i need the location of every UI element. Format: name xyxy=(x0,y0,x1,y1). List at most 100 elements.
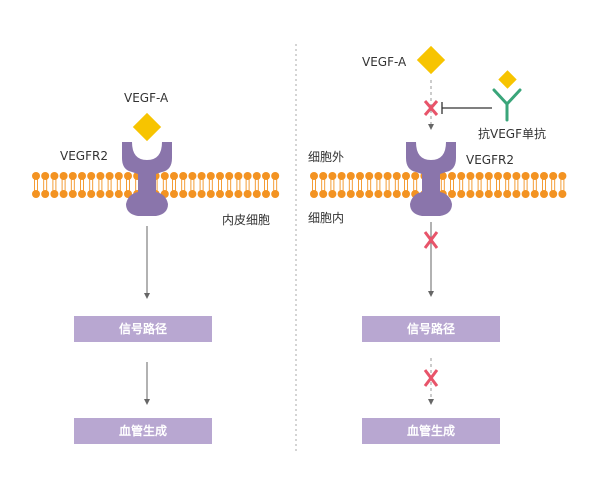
lipid-head xyxy=(59,172,68,180)
lipid-head xyxy=(310,190,318,198)
lipid-head xyxy=(346,190,355,198)
lipid-head xyxy=(374,172,383,180)
right-signal-text: 信号路径 xyxy=(407,321,455,336)
lipid-tail xyxy=(523,179,528,191)
left-angiogenesis-text: 血管生成 xyxy=(119,423,167,438)
lipid-head xyxy=(540,172,548,180)
lipid-head xyxy=(32,172,40,180)
lipid-tail xyxy=(199,179,204,191)
lipid-head xyxy=(87,172,96,180)
left-receptor xyxy=(122,142,172,216)
extracellular-label: 细胞外 xyxy=(308,150,344,164)
lipid-head xyxy=(402,190,410,198)
antibody-icon xyxy=(492,88,522,122)
lipid-tail xyxy=(477,179,482,191)
lipid-tail xyxy=(367,179,372,191)
lipid-head xyxy=(170,172,178,180)
lipid-head xyxy=(105,172,114,180)
lipid-head xyxy=(402,172,410,180)
lipid-tail xyxy=(348,179,353,191)
lipid-head xyxy=(68,190,77,198)
lipid-head xyxy=(96,172,105,180)
lipid-head xyxy=(356,190,364,198)
lipid-head xyxy=(319,190,328,198)
lipid-head xyxy=(96,190,105,198)
lipid-head xyxy=(114,172,123,180)
lipid-head xyxy=(457,190,466,198)
lipid-head xyxy=(411,172,420,180)
right-vegfa-label: VEGF-A xyxy=(362,55,407,69)
lipid-head xyxy=(271,190,280,198)
lipid-head xyxy=(494,190,502,198)
lipid-tail xyxy=(505,179,510,191)
lipid-head xyxy=(512,172,521,180)
right-vegfa-diamond xyxy=(416,45,446,75)
lipid-head xyxy=(383,190,392,198)
lipid-head xyxy=(503,172,512,180)
lipid-head xyxy=(59,190,68,198)
lipid-tail xyxy=(321,179,326,191)
lipid-head xyxy=(374,190,383,198)
lipid-tail xyxy=(89,179,94,191)
lipid-head xyxy=(484,172,493,180)
lipid-head xyxy=(558,190,567,198)
left-angiogenesis-box xyxy=(74,418,212,444)
left-vegfr2-label: VEGFR2 xyxy=(60,149,108,163)
lipid-head xyxy=(512,190,521,198)
lipid-tail xyxy=(162,179,167,191)
lipid-head xyxy=(484,190,493,198)
lipid-head xyxy=(252,190,261,198)
lipid-head xyxy=(337,190,346,198)
lipid-tail xyxy=(80,179,84,191)
lipid-tail xyxy=(34,179,38,191)
lipid-tail xyxy=(61,179,66,191)
lipid-head xyxy=(179,172,188,180)
lipid-head xyxy=(448,172,456,180)
right-signal-box xyxy=(362,316,500,342)
lipid-head xyxy=(206,190,215,198)
lipid-head xyxy=(234,190,243,198)
lipid-head xyxy=(521,190,530,198)
lipid-tail xyxy=(514,179,519,191)
lipid-head xyxy=(549,172,558,180)
lipid-head xyxy=(68,172,77,180)
lipid-tail xyxy=(236,179,241,191)
lipid-head xyxy=(392,190,401,198)
lipid-tail xyxy=(43,179,48,191)
left-vegfa-diamond xyxy=(132,112,162,142)
lipid-tail xyxy=(273,179,278,191)
right-block-x-1 xyxy=(423,100,439,116)
lipid-head xyxy=(558,172,567,180)
lipid-tail xyxy=(330,179,335,191)
lipid-head xyxy=(216,172,224,180)
lipid-tail xyxy=(358,179,362,191)
lipid-tail xyxy=(218,179,222,191)
lipid-head xyxy=(188,172,197,180)
right-angiogenesis-box xyxy=(362,418,500,444)
lipid-tail xyxy=(339,179,344,191)
lipid-head xyxy=(530,190,539,198)
lipid-head xyxy=(530,172,539,180)
lipid-head xyxy=(356,172,364,180)
lipid-head xyxy=(243,190,252,198)
lipid-head xyxy=(262,190,270,198)
lipid-tail xyxy=(52,179,57,191)
lipid-tail xyxy=(312,179,316,191)
lipid-tail xyxy=(551,179,556,191)
antibody-bound-vegfa xyxy=(498,70,517,89)
lipid-tail xyxy=(264,179,268,191)
lipid-head xyxy=(32,190,40,198)
left-panel: VEGF-A VEGFR2 内皮细胞 信号路径 血管生成 xyxy=(32,91,280,444)
lipid-tail xyxy=(107,179,112,191)
intracellular-label: 细胞内 xyxy=(308,211,344,225)
lipid-tail xyxy=(404,179,408,191)
lipid-tail xyxy=(126,179,130,191)
lipid-tail xyxy=(116,179,121,191)
left-vegfa-label: VEGF-A xyxy=(124,91,169,105)
lipid-tail xyxy=(254,179,259,191)
lipid-head xyxy=(225,172,234,180)
lipid-head xyxy=(41,172,50,180)
right-membrane xyxy=(310,172,567,198)
lipid-head xyxy=(188,190,197,198)
